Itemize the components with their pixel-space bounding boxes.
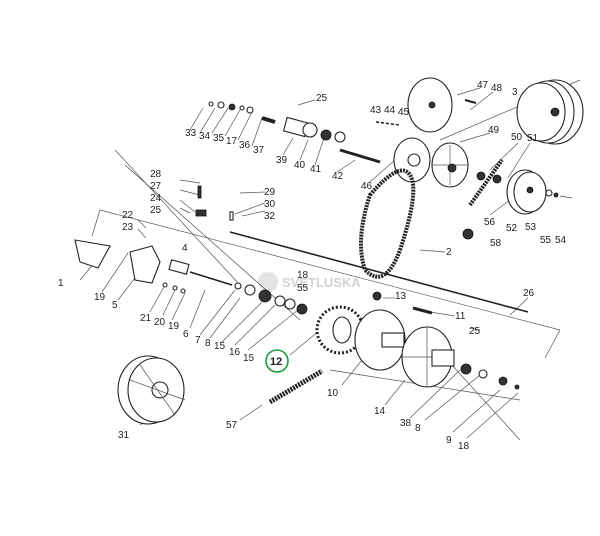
label-25b: 25 [150, 205, 162, 216]
label-49: 49 [488, 125, 500, 136]
label-57: 57 [226, 420, 238, 431]
leader-lines [79, 79, 581, 441]
parts [74, 77, 584, 425]
label-7: 7 [195, 335, 201, 346]
label-23: 23 [122, 222, 134, 233]
label-19b: 19 [168, 321, 180, 332]
label-25c: 25 [469, 326, 481, 337]
label-31: 31 [118, 430, 130, 441]
label-42: 42 [332, 171, 344, 182]
label-56: 56 [484, 217, 496, 228]
label-34: 34 [199, 131, 211, 142]
label-37: 37 [253, 145, 265, 156]
label-30: 30 [264, 199, 276, 210]
label-26: 26 [523, 288, 535, 299]
label-8b: 8 [415, 423, 421, 434]
label-10: 10 [327, 388, 339, 399]
label-52: 52 [506, 223, 518, 234]
label-46: 46 [361, 181, 373, 192]
label-11: 11 [455, 311, 466, 322]
label-58: 58 [490, 238, 502, 249]
label-27: 27 [150, 181, 162, 192]
label-4: 4 [182, 243, 188, 254]
label-14: 14 [374, 406, 386, 417]
label-13: 13 [395, 291, 407, 302]
label-15b: 15 [243, 353, 255, 364]
label-20: 20 [154, 317, 166, 328]
label-25: 25 [316, 93, 328, 104]
label-43: 43 [370, 105, 382, 116]
label-54: 54 [555, 235, 567, 246]
label-6: 6 [183, 329, 189, 340]
label-9: 9 [446, 435, 452, 446]
label-41: 41 [310, 164, 322, 175]
label-18b: 18 [458, 441, 470, 452]
label-53: 53 [525, 222, 537, 233]
label-29: 29 [264, 187, 276, 198]
label-24: 24 [150, 193, 162, 204]
highlight-circle [265, 349, 289, 373]
label-44: 44 [384, 105, 396, 116]
label-17: 17 [226, 136, 238, 147]
label-22: 22 [122, 210, 134, 221]
label-32: 32 [264, 211, 276, 222]
label-33: 33 [185, 128, 197, 139]
part-labels: 25 33 34 35 17 36 37 39 40 41 42 43 44 4… [58, 80, 567, 452]
label-55: 55 [297, 283, 309, 294]
label-48: 48 [491, 83, 503, 94]
label-35: 35 [213, 133, 225, 144]
watermark-text: SVETLUSKA [282, 275, 361, 290]
label-18: 18 [297, 270, 309, 281]
label-3: 3 [512, 87, 518, 98]
label-36: 36 [239, 140, 251, 151]
label-2: 2 [446, 247, 452, 258]
label-28: 28 [150, 169, 162, 180]
label-19: 19 [94, 292, 106, 303]
label-8: 8 [205, 338, 211, 349]
label-1: 1 [58, 278, 64, 289]
label-5: 5 [112, 300, 118, 311]
label-15: 15 [214, 341, 226, 352]
label-45: 45 [398, 107, 410, 118]
label-16: 16 [229, 347, 241, 358]
label-21: 21 [140, 313, 152, 324]
label-40: 40 [294, 160, 306, 171]
label-51: 51 [527, 133, 539, 144]
label-12-highlighted: 12 [270, 356, 282, 368]
label-39: 39 [276, 155, 288, 166]
label-47: 47 [477, 80, 489, 91]
label-55b: 55 [540, 235, 552, 246]
label-50: 50 [511, 132, 523, 143]
watermark: SVETLUSKA [258, 272, 361, 292]
label-38: 38 [400, 418, 412, 429]
